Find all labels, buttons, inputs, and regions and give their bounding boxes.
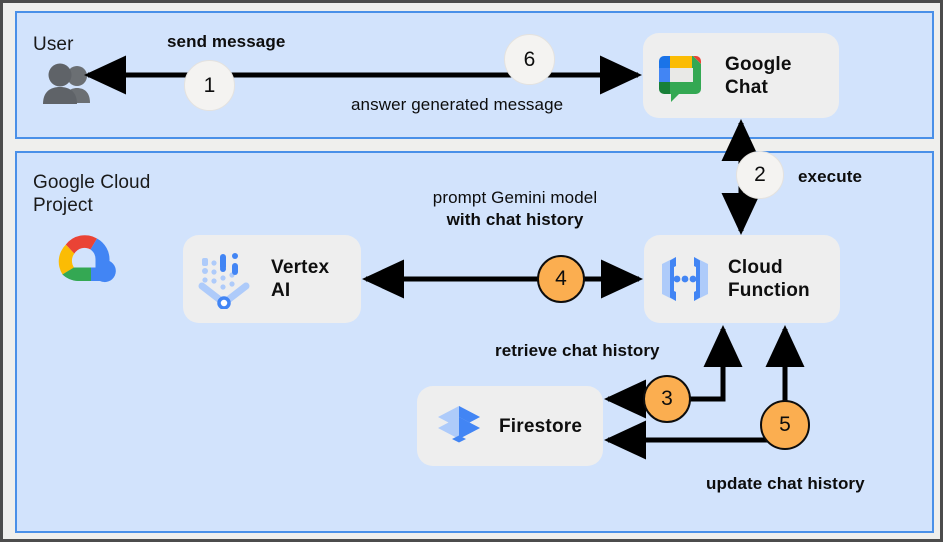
card-google-chat-label: Google Chat (725, 53, 792, 98)
step-badge-6: 6 (504, 34, 555, 85)
label-update-chat-history: update chat history (706, 474, 865, 493)
people-icon (37, 63, 97, 105)
panel-user-title: User (33, 34, 74, 55)
card-firestore[interactable]: Firestore (417, 386, 603, 466)
card-cloud-function-label: Cloud Function (728, 257, 810, 301)
cloud-function-icon (656, 253, 714, 305)
label-prompt-gemini-model: prompt Gemini model (432, 188, 598, 207)
step-badge-5: 5 (760, 400, 810, 450)
step-badge-1: 1 (184, 60, 235, 111)
step-badge-3: 3 (643, 375, 691, 423)
google-cloud-logo (45, 229, 117, 287)
label-execute: execute (798, 167, 863, 186)
vertex-ai-icon (197, 249, 253, 309)
google-chat-icon (653, 49, 707, 103)
panel-google-cloud-project-title: Google Cloud Project (33, 172, 151, 216)
label-send-message: send message (167, 32, 286, 51)
step-badge-4: 4 (537, 255, 585, 303)
label-retrieve-chat-history: retrieve chat history (495, 341, 660, 360)
card-cloud-function[interactable]: Cloud Function (644, 235, 840, 323)
label-with-chat-history: with chat history (446, 210, 584, 229)
step-badge-2: 2 (736, 151, 784, 199)
label-answer-generated-message: answer generated message (351, 95, 564, 114)
card-firestore-label: Firestore (499, 415, 583, 437)
card-google-chat[interactable]: Google Chat (643, 33, 839, 118)
card-vertex-ai[interactable]: Vertex AI (183, 235, 361, 323)
firestore-icon (433, 400, 485, 452)
card-vertex-ai-label: Vertex AI (271, 257, 330, 301)
